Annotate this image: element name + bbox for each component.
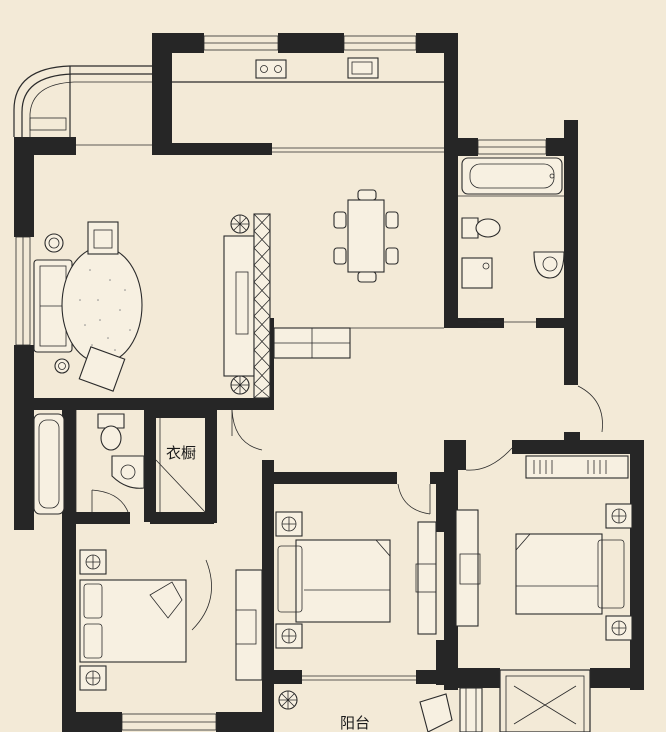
desk	[455, 509, 479, 627]
bed	[79, 579, 187, 663]
balcony-rail	[459, 687, 483, 732]
balcony: 阳台	[278, 687, 483, 732]
bathtub-icon	[461, 157, 563, 195]
toilet-icon	[97, 413, 125, 429]
bedroom-middle	[275, 511, 437, 681]
kitchen	[172, 57, 444, 83]
balcony-label: 阳台	[340, 714, 370, 732]
nightstand-icon	[275, 623, 303, 649]
armchair-icon	[78, 346, 126, 392]
walls	[14, 33, 644, 732]
wardrobe	[417, 521, 437, 635]
bedroom-right	[455, 455, 633, 732]
windows	[13, 35, 547, 731]
toilet-icon	[461, 217, 479, 239]
lamp-icon	[44, 233, 64, 253]
doors	[191, 385, 603, 631]
bathroom-upper	[458, 157, 565, 323]
rug	[61, 246, 143, 364]
bathroom-lower: 衣橱	[33, 410, 206, 515]
bedroom-left	[79, 549, 263, 691]
nightstand-icon	[79, 549, 107, 575]
shelf	[253, 213, 271, 399]
pillow-icon	[149, 581, 183, 619]
tv-cabinet	[223, 235, 255, 377]
nightstand-icon	[275, 511, 303, 537]
plant-icon	[278, 690, 298, 710]
dining-table	[347, 199, 385, 273]
wardrobe	[525, 455, 629, 479]
nightstand-icon	[605, 615, 633, 641]
lounge-chair-icon	[419, 693, 453, 732]
nightstand-icon	[79, 665, 107, 691]
washing-machine-icon	[461, 257, 493, 289]
living-room	[33, 189, 444, 399]
bathtub-icon	[33, 413, 65, 515]
plant-icon	[230, 214, 250, 234]
lamp-icon	[54, 358, 70, 374]
bed	[295, 539, 391, 623]
basin-icon	[533, 251, 565, 279]
plant-icon	[230, 375, 250, 395]
armchair-icon	[87, 221, 119, 255]
basin-icon	[111, 455, 145, 489]
nightstand-icon	[605, 503, 633, 529]
sink-icon	[347, 57, 379, 79]
bed	[515, 533, 603, 615]
wardrobe-label: 衣橱	[166, 444, 196, 462]
desk	[235, 569, 263, 681]
stove-icon	[255, 59, 287, 79]
